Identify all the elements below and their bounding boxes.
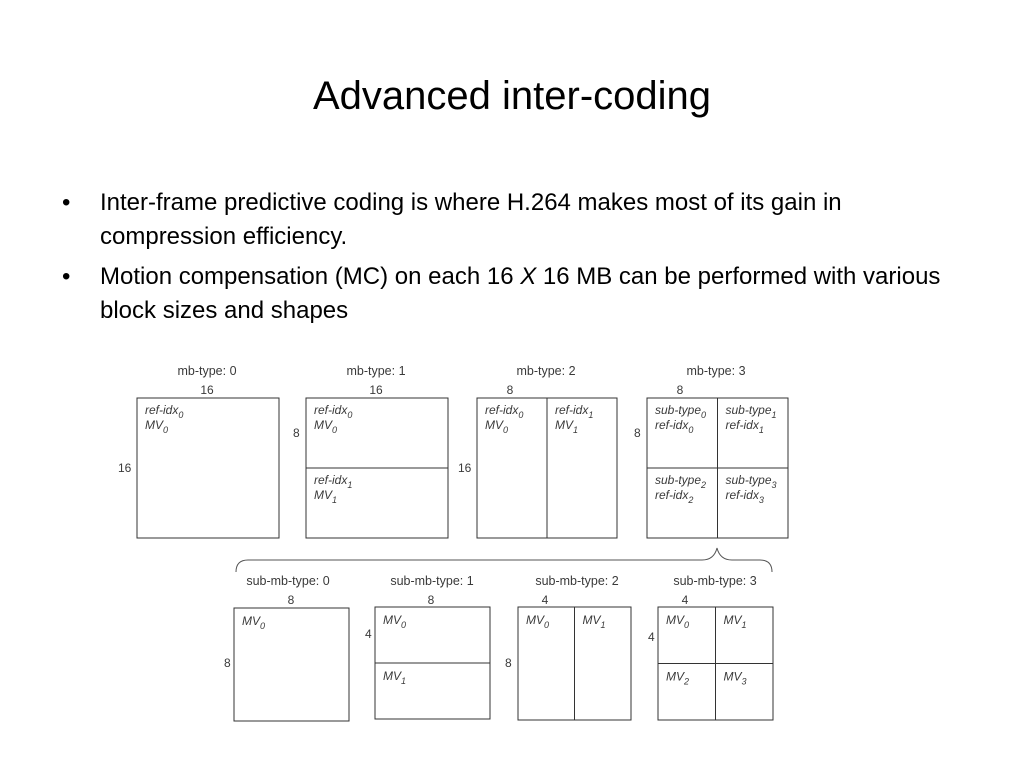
- block-label-line1: sub-type3: [726, 473, 777, 490]
- sub-mb-height-label: 8: [505, 656, 512, 670]
- bullet-list: • Inter-frame predictive coding is where…: [58, 186, 978, 334]
- mb-height-label: 16: [458, 461, 472, 475]
- grouping-brace: [235, 547, 773, 573]
- mb-type-caption: mb-type: 2: [516, 364, 575, 378]
- mb-height-label: 8: [293, 426, 300, 440]
- mb-width-label: 16: [369, 383, 383, 397]
- bullet-text: 16 MB can be performed with various bloc…: [100, 263, 941, 324]
- mb-height-label: 16: [118, 461, 132, 475]
- bullet-italic-x: X: [520, 263, 537, 290]
- block-label-line1: sub-type2: [655, 473, 706, 490]
- block-label-line1: sub-type0: [655, 403, 706, 420]
- mb-width-label: 8: [507, 383, 514, 397]
- block-label-line2: ref-idx2: [655, 488, 693, 505]
- block-label-line2: ref-idx1: [726, 418, 764, 435]
- mb-width-label: 16: [200, 383, 214, 397]
- mv-label: MV0: [666, 613, 689, 630]
- mv-label: MV1: [583, 613, 606, 630]
- mv-label: MV3: [724, 670, 747, 687]
- block-label-line1: ref-idx1: [555, 403, 593, 420]
- block-label-line2: MV1: [555, 418, 578, 435]
- sub-mb-type-caption: sub-mb-type: 1: [390, 574, 473, 588]
- mv-label: MV1: [383, 669, 406, 686]
- bullet-symbol: •: [62, 189, 71, 216]
- block-label-line2: MV1: [314, 488, 337, 505]
- block-label-line2: MV0: [314, 418, 337, 435]
- sub-mb-width-label: 8: [428, 593, 435, 607]
- sub-mb-height-label: 4: [648, 630, 655, 644]
- bullet-text: Motion compensation (MC) on each 16: [100, 263, 521, 290]
- sub-mb-width-label: 8: [288, 593, 295, 607]
- bullet-symbol: •: [62, 263, 71, 290]
- block-label-line2: MV0: [485, 418, 508, 435]
- bullet-text: Inter-frame predictive coding is where H…: [100, 189, 842, 250]
- bullet-item: • Inter-frame predictive coding is where…: [58, 186, 978, 254]
- block-label-line1: ref-idx0: [485, 403, 523, 420]
- mv-label: MV1: [724, 613, 747, 630]
- mb-type-caption: mb-type: 1: [346, 364, 405, 378]
- sub-mb-type-caption: sub-mb-type: 3: [673, 574, 756, 588]
- sub-mb-partition-box: [233, 607, 350, 722]
- mb-height-label: 8: [634, 426, 641, 440]
- block-label-line1: ref-idx0: [314, 403, 352, 420]
- sub-mb-width-label: 4: [682, 593, 689, 607]
- sub-mb-type-caption: sub-mb-type: 2: [535, 574, 618, 588]
- mv-label: MV0: [242, 614, 265, 631]
- block-label-line2: ref-idx0: [655, 418, 693, 435]
- sub-mb-height-label: 8: [224, 656, 231, 670]
- slide-title: Advanced inter-coding: [312, 74, 712, 118]
- mv-label: MV0: [383, 613, 406, 630]
- bullet-item: • Motion compensation (MC) on each 16 X …: [58, 260, 978, 328]
- block-label-line1: ref-idx1: [314, 473, 352, 490]
- block-label-line2: ref-idx3: [726, 488, 764, 505]
- sub-mb-width-label: 4: [542, 593, 549, 607]
- mb-type-caption: mb-type: 0: [177, 364, 236, 378]
- mv-label: MV2: [666, 670, 689, 687]
- block-label-line1: sub-type1: [726, 403, 777, 420]
- mb-type-caption: mb-type: 3: [686, 364, 745, 378]
- sub-mb-type-caption: sub-mb-type: 0: [246, 574, 329, 588]
- block-label-line2: MV0: [145, 418, 168, 435]
- block-label-line1: ref-idx0: [145, 403, 183, 420]
- mb-partition-box: [136, 397, 280, 539]
- sub-mb-height-label: 4: [365, 627, 372, 641]
- mv-label: MV0: [526, 613, 549, 630]
- mb-width-label: 8: [677, 383, 684, 397]
